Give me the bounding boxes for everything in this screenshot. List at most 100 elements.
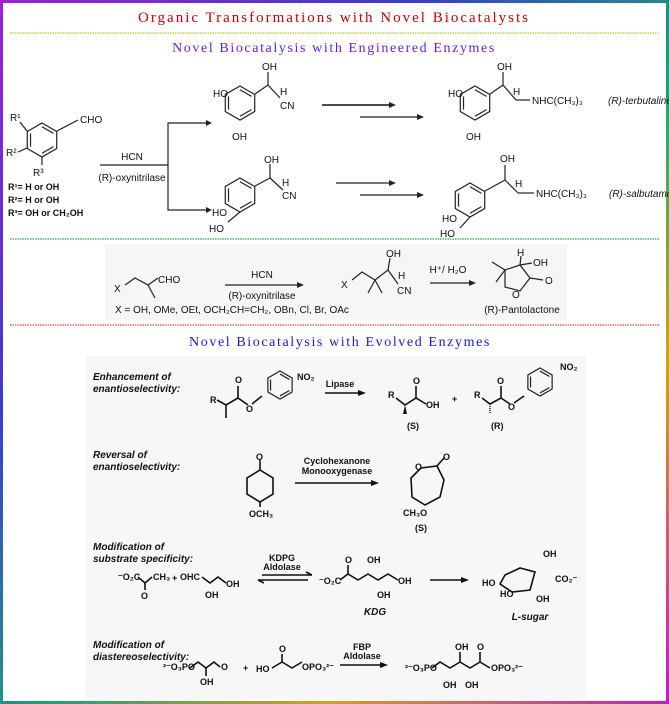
- svg-text:²⁻O₃PO: ²⁻O₃PO: [163, 662, 195, 672]
- svg-text:Enhancement of: Enhancement of: [93, 372, 172, 383]
- svg-text:X: X: [341, 280, 348, 291]
- svg-text:OH: OH: [465, 680, 479, 690]
- svg-text:R: R: [388, 390, 395, 400]
- svg-text:HO: HO: [209, 224, 224, 235]
- benzene-ring: [527, 367, 553, 397]
- svg-text:OH: OH: [455, 642, 469, 652]
- svg-text:NO₂: NO₂: [560, 362, 578, 372]
- section-title-engineered: Novel Biocatalysis with Engineered Enzym…: [172, 41, 496, 56]
- section-title-evolved: Novel Biocatalysis with Evolved Enzymes: [189, 335, 491, 350]
- page-title: Organic Transformations with Novel Bioca…: [138, 10, 530, 26]
- svg-text:O: O: [141, 591, 148, 601]
- svg-text:OPO₃²⁻: OPO₃²⁻: [491, 663, 523, 673]
- svg-text:O: O: [477, 642, 484, 652]
- svg-text:HO: HO: [212, 208, 227, 219]
- svg-text:OH: OH: [232, 132, 247, 143]
- svg-text:OH: OH: [443, 680, 457, 690]
- scheme-substrate-specificity: Modification of substrate specificity: ⁻…: [93, 542, 577, 623]
- panel-engineered-1: [8, 58, 663, 236]
- scheme-cyanohydrin-drugs: R¹ CHO R² R³ R¹= H or OH R²= H or OH R³=…: [6, 62, 669, 240]
- svg-text:HO: HO: [440, 229, 455, 240]
- svg-text:OH: OH: [264, 155, 279, 166]
- svg-text:⁻O₂C: ⁻O₂C: [118, 572, 141, 582]
- benzene-ring: [459, 85, 491, 121]
- svg-text:H: H: [513, 87, 520, 98]
- svg-text:O: O: [221, 662, 228, 672]
- svg-text:OH: OH: [497, 62, 512, 73]
- svg-text:enantioselectivity:: enantioselectivity:: [93, 384, 180, 395]
- svg-text:H: H: [280, 87, 287, 98]
- svg-text:OPO₃²⁻: OPO₃²⁻: [302, 662, 334, 672]
- svg-text:+: +: [243, 663, 248, 673]
- svg-text:+: +: [172, 573, 177, 583]
- svg-text:OHC: OHC: [180, 572, 201, 582]
- scheme-reversal: Reversal of enantioselectivity: O OCH₃ C…: [93, 450, 450, 533]
- svg-text:R²= H or OH: R²= H or OH: [8, 195, 59, 205]
- svg-text:OH: OH: [205, 590, 219, 600]
- svg-text:OH: OH: [262, 62, 277, 73]
- svg-text:X = OH, OMe, OEt, OCH₂CH=CH₂,: X = OH, OMe, OEt, OCH₂CH=CH₂, OBn, Cl, B…: [115, 305, 349, 316]
- svg-text:HO: HO: [448, 89, 463, 100]
- svg-text:²⁻O₃PO: ²⁻O₃PO: [405, 663, 437, 673]
- reagent-label: HCN: [121, 152, 143, 163]
- svg-text:HO: HO: [500, 589, 514, 599]
- svg-text:HO: HO: [442, 214, 457, 225]
- svg-text:KDG: KDG: [364, 607, 386, 618]
- scheme-enhancement: Enhancement of enantioselectivity: R O O…: [93, 362, 578, 431]
- benzene-ring: [267, 370, 293, 400]
- svg-text:HCN: HCN: [251, 270, 273, 281]
- svg-text:O: O: [545, 276, 553, 287]
- svg-text:O: O: [235, 375, 242, 385]
- svg-text:(R): (R): [491, 421, 504, 431]
- svg-text:O: O: [512, 290, 520, 301]
- svg-text:O: O: [256, 452, 263, 462]
- svg-text:R³= OH or CH₂OH: R³= OH or CH₂OH: [8, 208, 83, 218]
- svg-text:OH: OH: [536, 594, 550, 604]
- svg-text:R: R: [210, 395, 217, 405]
- svg-text:NHC(CH₃)₃: NHC(CH₃)₃: [536, 189, 587, 200]
- svg-text:HO: HO: [256, 664, 270, 674]
- svg-text:CN: CN: [280, 101, 294, 112]
- svg-text:CN: CN: [397, 286, 411, 297]
- svg-text:H: H: [517, 248, 524, 259]
- svg-text:NHC(CH₃)₃: NHC(CH₃)₃: [532, 96, 583, 107]
- svg-text:Aldolase: Aldolase: [343, 651, 381, 661]
- svg-text:NO₂: NO₂: [297, 372, 315, 382]
- svg-text:R¹: R¹: [10, 113, 21, 124]
- svg-text:CHO: CHO: [158, 275, 180, 286]
- svg-text:O: O: [443, 452, 450, 462]
- svg-text:O: O: [413, 376, 420, 386]
- svg-text:O: O: [415, 462, 422, 472]
- svg-text:Aldolase: Aldolase: [263, 562, 301, 572]
- benzene-ring: [224, 85, 256, 121]
- svg-text:H⁺/ H₂O: H⁺/ H₂O: [430, 265, 467, 276]
- svg-text:CH₃O: CH₃O: [403, 508, 427, 518]
- svg-text:OH: OH: [377, 590, 391, 600]
- scheme-pantolactone: X CHO X = OH, OMe, OEt, OCH₂CH=CH₂, OBn,…: [114, 248, 560, 316]
- svg-text:(S): (S): [407, 421, 419, 431]
- product-name: (R)-Pantolactone: [484, 305, 560, 316]
- svg-text:OH: OH: [386, 249, 401, 260]
- panel-evolved: [86, 356, 586, 700]
- svg-text:diastereoselectivity:: diastereoselectivity:: [93, 652, 189, 663]
- svg-text:substrate specificity:: substrate specificity:: [93, 554, 193, 565]
- svg-text:⁻O₂C: ⁻O₂C: [319, 576, 342, 586]
- product-name: (R)-terbutaline: [608, 96, 669, 107]
- svg-text:O: O: [508, 402, 515, 412]
- svg-text:H: H: [282, 178, 289, 189]
- svg-text:Modification of: Modification of: [93, 542, 166, 553]
- svg-text:OH: OH: [466, 132, 481, 143]
- svg-text:HO: HO: [213, 89, 228, 100]
- svg-text:OH: OH: [500, 154, 515, 165]
- product-name: (R)-salbutamol: [609, 189, 669, 200]
- svg-text:H: H: [515, 179, 522, 190]
- svg-text:CH₃: CH₃: [153, 572, 170, 582]
- svg-text:OH: OH: [200, 677, 214, 687]
- svg-text:(R)-oxynitrilase: (R)-oxynitrilase: [228, 291, 296, 302]
- svg-text:O: O: [279, 644, 286, 654]
- svg-text:X: X: [114, 284, 121, 295]
- svg-text:enantioselectivity:: enantioselectivity:: [93, 462, 180, 473]
- svg-text:HO: HO: [482, 578, 496, 588]
- svg-text:R¹= H or OH: R¹= H or OH: [8, 182, 59, 192]
